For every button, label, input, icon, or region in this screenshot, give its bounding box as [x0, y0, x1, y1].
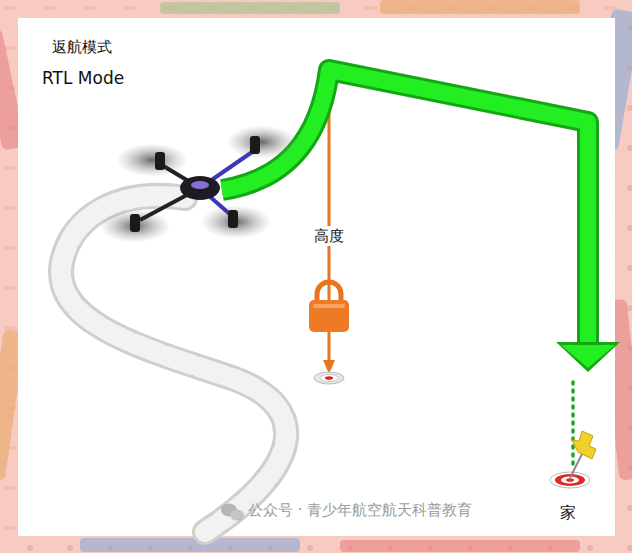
- lock-icon: [309, 282, 349, 332]
- title-label: 返航模式: [52, 38, 112, 56]
- return-path-edge: [222, 70, 588, 345]
- target: [314, 372, 344, 384]
- altitude-label: 高度: [311, 226, 347, 246]
- return-arrowhead-edge: [556, 342, 620, 372]
- wechat-icon: [221, 504, 244, 521]
- pin-icon: [570, 431, 596, 478]
- drone: [101, 126, 296, 242]
- home-target: [550, 472, 590, 488]
- flight-trail-edge: [61, 196, 286, 532]
- return-path: [222, 70, 588, 345]
- home-label: 家: [560, 503, 576, 522]
- flight-trail: [61, 196, 286, 532]
- watermark: 公众号 · 青少年航空航天科普教育: [248, 501, 472, 519]
- subtitle-label: RTL Mode: [42, 68, 124, 88]
- return-arrowhead: [561, 345, 615, 368]
- panel: [18, 18, 615, 536]
- descent-dots: [571, 382, 575, 468]
